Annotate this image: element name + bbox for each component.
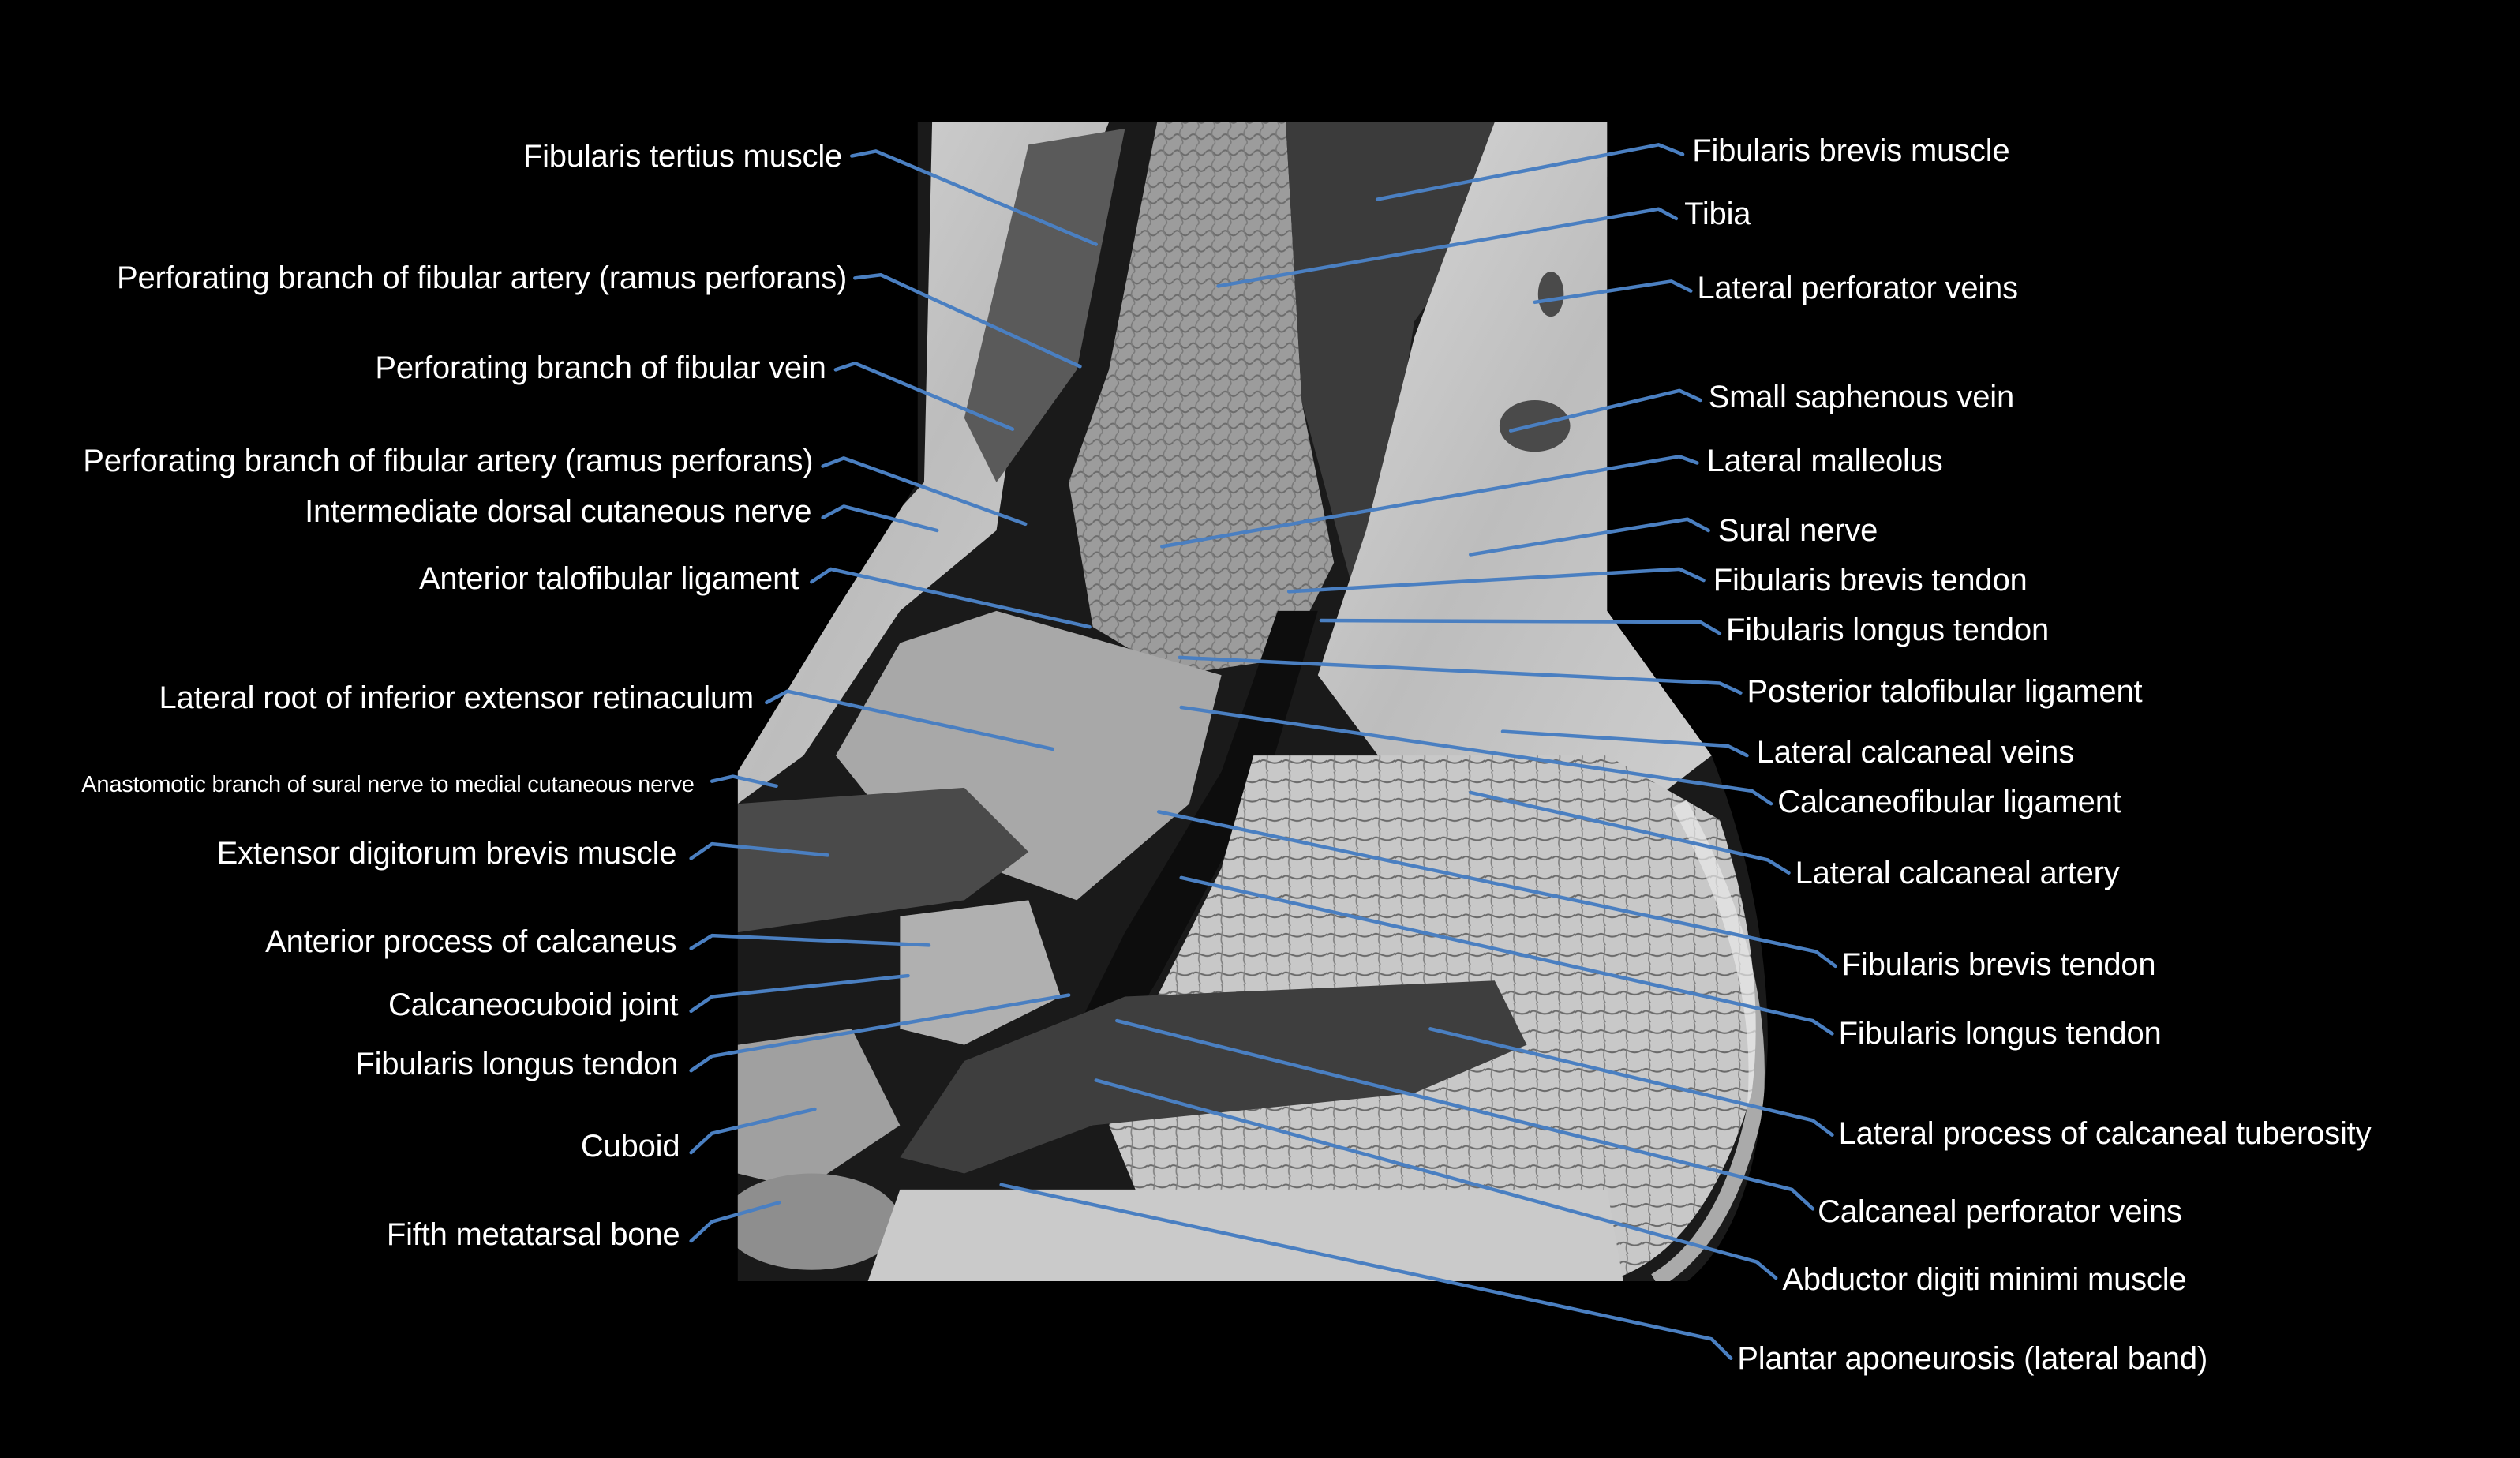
leader-line: [1508, 388, 1702, 433]
leader-line: [1319, 618, 1722, 635]
label-perforating-branch-fibular-artery-2: Perforating branch of fibular artery (ra…: [83, 444, 814, 479]
leader-line: [1286, 567, 1706, 594]
leader-line: [999, 1183, 1733, 1360]
label-calcaneal-perforator-veins: Calcaneal perforator veins: [1818, 1194, 2182, 1230]
label-anastomotic-branch-sural-nerve: Anastomotic branch of sural nerve to med…: [81, 771, 695, 797]
label-fibularis-tertius-muscle: Fibularis tertius muscle: [522, 138, 843, 174]
leader-line: [1428, 1027, 1834, 1137]
label-fibularis-longus-tendon-lower: Fibularis longus tendon: [1838, 1016, 2162, 1051]
leader-line: [689, 1200, 781, 1243]
leader-line: [1178, 655, 1743, 695]
leader-line: [1179, 875, 1834, 1036]
label-plantar-aponeurosis-lateral-band: Plantar aponeurosis (lateral band): [1737, 1340, 2208, 1376]
label-lateral-root-inferior-extensor-retinaculum: Lateral root of inferior extensor retina…: [159, 680, 755, 715]
leader-line: [1375, 143, 1685, 201]
leader-line: [1500, 729, 1749, 758]
leader-line: [710, 774, 778, 789]
leader-line: [689, 933, 931, 950]
label-sural-nerve: Sural nerve: [1717, 512, 1878, 548]
leader-line: [853, 272, 1082, 369]
label-lateral-calcaneal-veins: Lateral calcaneal veins: [1756, 735, 2075, 770]
leader-line: [1179, 705, 1773, 806]
leader-line: [689, 973, 910, 1014]
leader-line: [1115, 1018, 1815, 1211]
label-lateral-process-calcaneal-tuberosity: Lateral process of calcaneal tuberosity: [1838, 1115, 2372, 1151]
leader-line: [689, 841, 829, 860]
label-calcaneocuboid-joint: Calcaneocuboid joint: [388, 987, 679, 1022]
label-posterior-talofibular-ligament: Posterior talofibular ligament: [1747, 673, 2143, 709]
leader-line: [1156, 810, 1837, 969]
label-fibularis-brevis-tendon-upper: Fibularis brevis tendon: [1713, 563, 2028, 598]
label-fibularis-longus-tendon-upper: Fibularis longus tendon: [1726, 613, 2050, 648]
label-intermediate-dorsal-cutaneous-nerve: Intermediate dorsal cutaneous nerve: [305, 493, 812, 529]
label-abductor-digiti-minimi-muscle: Abductor digiti minimi muscle: [1782, 1261, 2187, 1297]
label-lateral-calcaneal-artery: Lateral calcaneal artery: [1795, 855, 2120, 890]
leader-line: [765, 689, 1055, 751]
leader-line: [1469, 517, 1710, 557]
leader-line: [821, 504, 939, 533]
label-fibularis-longus-tendon-left: Fibularis longus tendon: [355, 1047, 679, 1082]
label-anterior-process-of-calcaneus: Anterior process of calcaneus: [265, 924, 677, 960]
leader-line: [1160, 455, 1699, 549]
label-tibia: Tibia: [1684, 196, 1751, 231]
leader-line: [850, 149, 1099, 246]
label-calcaneofibular-ligament: Calcaneofibular ligament: [1777, 785, 2121, 820]
label-small-saphenous-vein: Small saphenous vein: [1708, 379, 2015, 414]
label-perforating-branch-fibular-artery-1: Perforating branch of fibular artery (ra…: [117, 260, 848, 296]
leader-line: [1469, 790, 1791, 875]
leader-line: [689, 993, 1071, 1073]
leader-line: [810, 567, 1092, 629]
label-fibularis-brevis-tendon-lower: Fibularis brevis tendon: [1841, 946, 2156, 982]
label-fibularis-brevis-muscle: Fibularis brevis muscle: [1692, 133, 2010, 169]
label-extensor-digitorum-brevis-muscle: Extensor digitorum brevis muscle: [216, 836, 677, 871]
leader-line: [1094, 1078, 1778, 1280]
label-lateral-perforator-veins: Lateral perforator veins: [1697, 270, 2018, 305]
label-cuboid: Cuboid: [580, 1128, 680, 1164]
leader-lines: [689, 143, 1837, 1360]
label-lateral-malleolus: Lateral malleolus: [1706, 444, 1943, 479]
mri-scan: [737, 122, 1768, 1281]
leader-line: [689, 1107, 817, 1155]
label-anterior-talofibular-ligament: Anterior talofibular ligament: [418, 561, 799, 597]
leader-line: [821, 456, 1028, 527]
leader-line: [1216, 207, 1679, 288]
label-perforating-branch-fibular-vein: Perforating branch of fibular vein: [375, 350, 826, 386]
label-fifth-metatarsal-bone: Fifth metatarsal bone: [386, 1216, 680, 1252]
leader-line: [1533, 279, 1693, 305]
leader-line: [833, 361, 1015, 431]
